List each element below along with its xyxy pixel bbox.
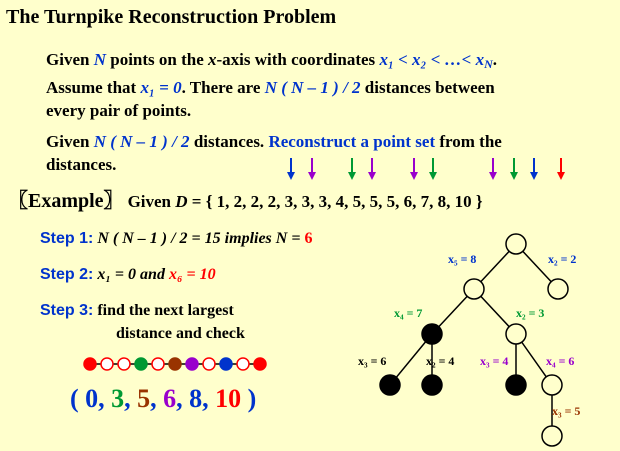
point-bead — [253, 357, 267, 371]
distance-arrow-head — [489, 172, 497, 180]
point-bead — [236, 357, 250, 371]
point-bead — [219, 357, 233, 371]
distance-arrow-head — [287, 172, 295, 180]
tree-node-x5 — [463, 278, 485, 300]
tree-node-root — [505, 233, 527, 255]
label-x2-leaf: x₂ = 4 — [426, 354, 455, 368]
distance-arrow-head — [530, 172, 538, 180]
tree-node-x2-top — [547, 278, 569, 300]
step-3-line2: distance and check — [116, 325, 245, 342]
label-x2-top: x₂ = 2 — [548, 252, 577, 266]
distance-arrow-head — [429, 172, 437, 180]
label-x4-left: x₄ = 7 — [394, 306, 423, 320]
tree-node-x3-right — [505, 374, 527, 396]
page-title: The Turnpike Reconstruction Problem — [6, 6, 337, 28]
label-x3-right: x₃ = 4 — [480, 354, 509, 368]
distance-arrow-head — [368, 172, 376, 180]
distance-arrow-head — [308, 172, 316, 180]
label-x5: x₅ = 8 — [448, 252, 477, 266]
point-bead — [151, 357, 165, 371]
distance-arrow-head — [557, 172, 565, 180]
reconstruction-tree — [389, 243, 559, 436]
label-x3-left: x₃ = 6 — [358, 354, 387, 368]
tree-node-x2-right — [505, 323, 527, 345]
tree-node-x3-bottom — [541, 425, 563, 447]
point-bead — [117, 357, 131, 371]
label-x2-right: x₂ = 3 — [516, 306, 545, 320]
step-1: Step 1: N ( N – 1 ) / 2 = 15 implies N =… — [40, 230, 313, 247]
point-bead — [134, 357, 148, 371]
distance-arrow-head — [510, 172, 518, 180]
label-x4-right: x₄ = 6 — [546, 354, 575, 368]
point-bead — [83, 357, 97, 371]
tree-node-x4-left — [421, 323, 443, 345]
tree-node-x3-left — [379, 374, 401, 396]
example-line: 〖Example〗 Given D = { 1, 2, 2, 2, 3, 3, … — [8, 190, 483, 212]
point-beads — [83, 357, 267, 371]
point-bead — [185, 357, 199, 371]
tree-node-x4-right — [541, 374, 563, 396]
distance-arrow-head — [410, 172, 418, 180]
intro-paragraph: Given N points on the x-axis with coordi… — [46, 50, 498, 120]
task-paragraph: Given N ( N – 1 ) / 2 distances. Reconst… — [46, 132, 502, 174]
step-2: Step 2: x₁ = 0 and x₆ = 10 — [40, 266, 216, 283]
point-bead — [168, 357, 182, 371]
distance-arrow-head — [348, 172, 356, 180]
point-bead — [202, 357, 216, 371]
point-bead — [100, 357, 114, 371]
solution-tuple: ( 0, 3, 5, 6, 8, 10 ) — [70, 384, 257, 413]
step-3: Step 3: find the next largest — [40, 302, 234, 319]
tree-node-x2-leaf — [421, 374, 443, 396]
label-x3-bottom: x₃ = 5 — [552, 404, 581, 418]
distance-arrows — [287, 158, 565, 180]
tree-nodes — [379, 233, 569, 447]
